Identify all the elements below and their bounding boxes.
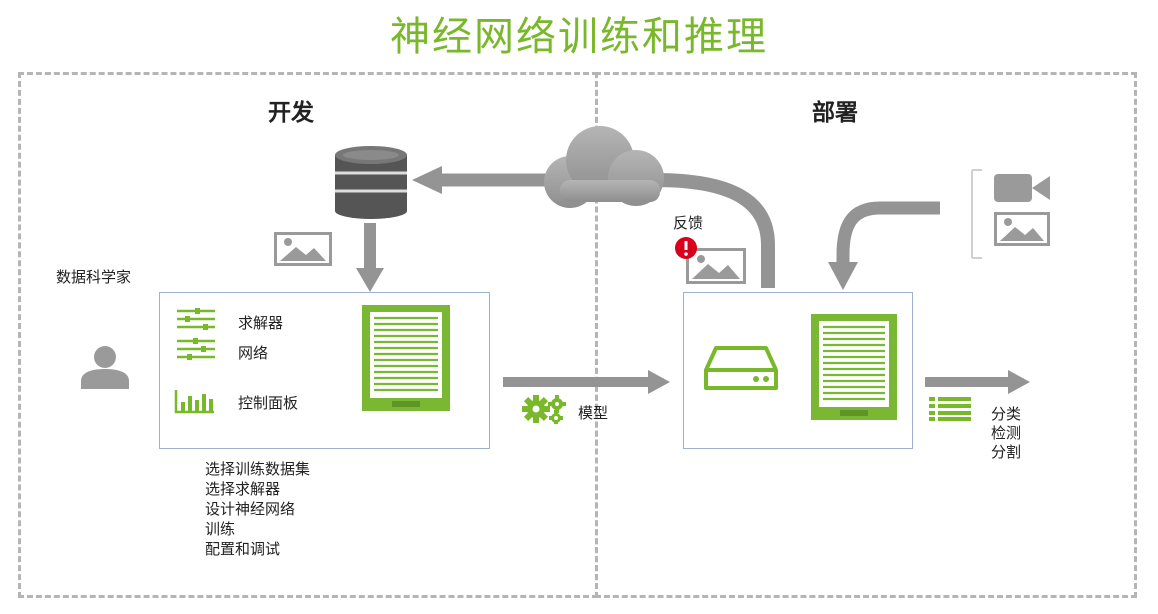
step-item: 配置和调试 [205, 540, 281, 558]
step-item: 训练 [205, 520, 236, 538]
video-camera-icon [994, 174, 1050, 202]
input-image-icon [994, 212, 1050, 246]
sliders-icon [177, 308, 215, 330]
model-label: 模型 [578, 404, 609, 422]
list-icon [929, 397, 971, 421]
gears-icon [522, 395, 566, 424]
diagram-title: 神经网络训练和推理 [390, 14, 768, 60]
image-icon [274, 232, 332, 266]
output-item: 分类 [991, 405, 1022, 423]
alert-icon [675, 237, 697, 259]
cloud-to-database-arrowhead [412, 166, 442, 194]
deploy-panel [595, 72, 1137, 598]
sliders-icon [177, 338, 215, 360]
output-item: 分割 [991, 443, 1022, 461]
step-item: 设计神经网络 [205, 500, 296, 518]
model-arrowhead [648, 370, 670, 394]
server-icon [811, 314, 897, 420]
develop-heading: 开发 [268, 100, 314, 126]
output-list: 分类 检测 分割 [991, 405, 1021, 462]
menu-item-network: 网络 [238, 344, 269, 362]
database-to-box-arrowhead [356, 268, 384, 292]
menu-item-dashboard: 控制面板 [238, 394, 299, 412]
hard-drive-icon [704, 346, 778, 390]
feedback-label: 反馈 [673, 214, 704, 232]
step-item: 选择求解器 [205, 480, 281, 498]
cloud-icon [544, 126, 664, 208]
input-curve-path [836, 201, 940, 262]
user-icon [81, 346, 129, 389]
database-icon [335, 146, 407, 219]
output-item: 检测 [991, 424, 1022, 442]
input-arrowhead [828, 262, 858, 290]
bar-chart-icon [174, 390, 214, 414]
feedback-path [654, 173, 775, 288]
deploy-heading: 部署 [812, 100, 858, 126]
menu-item-solver: 求解器 [238, 314, 284, 332]
development-steps: 选择训练数据集 选择求解器 设计神经网络 训练 配置和调试 [205, 459, 310, 559]
persona-label: 数据科学家 [56, 268, 132, 286]
server-icon [362, 305, 450, 411]
output-arrowhead [1008, 370, 1030, 394]
feedback-image-icon [686, 248, 746, 284]
step-item: 选择训练数据集 [205, 460, 311, 478]
